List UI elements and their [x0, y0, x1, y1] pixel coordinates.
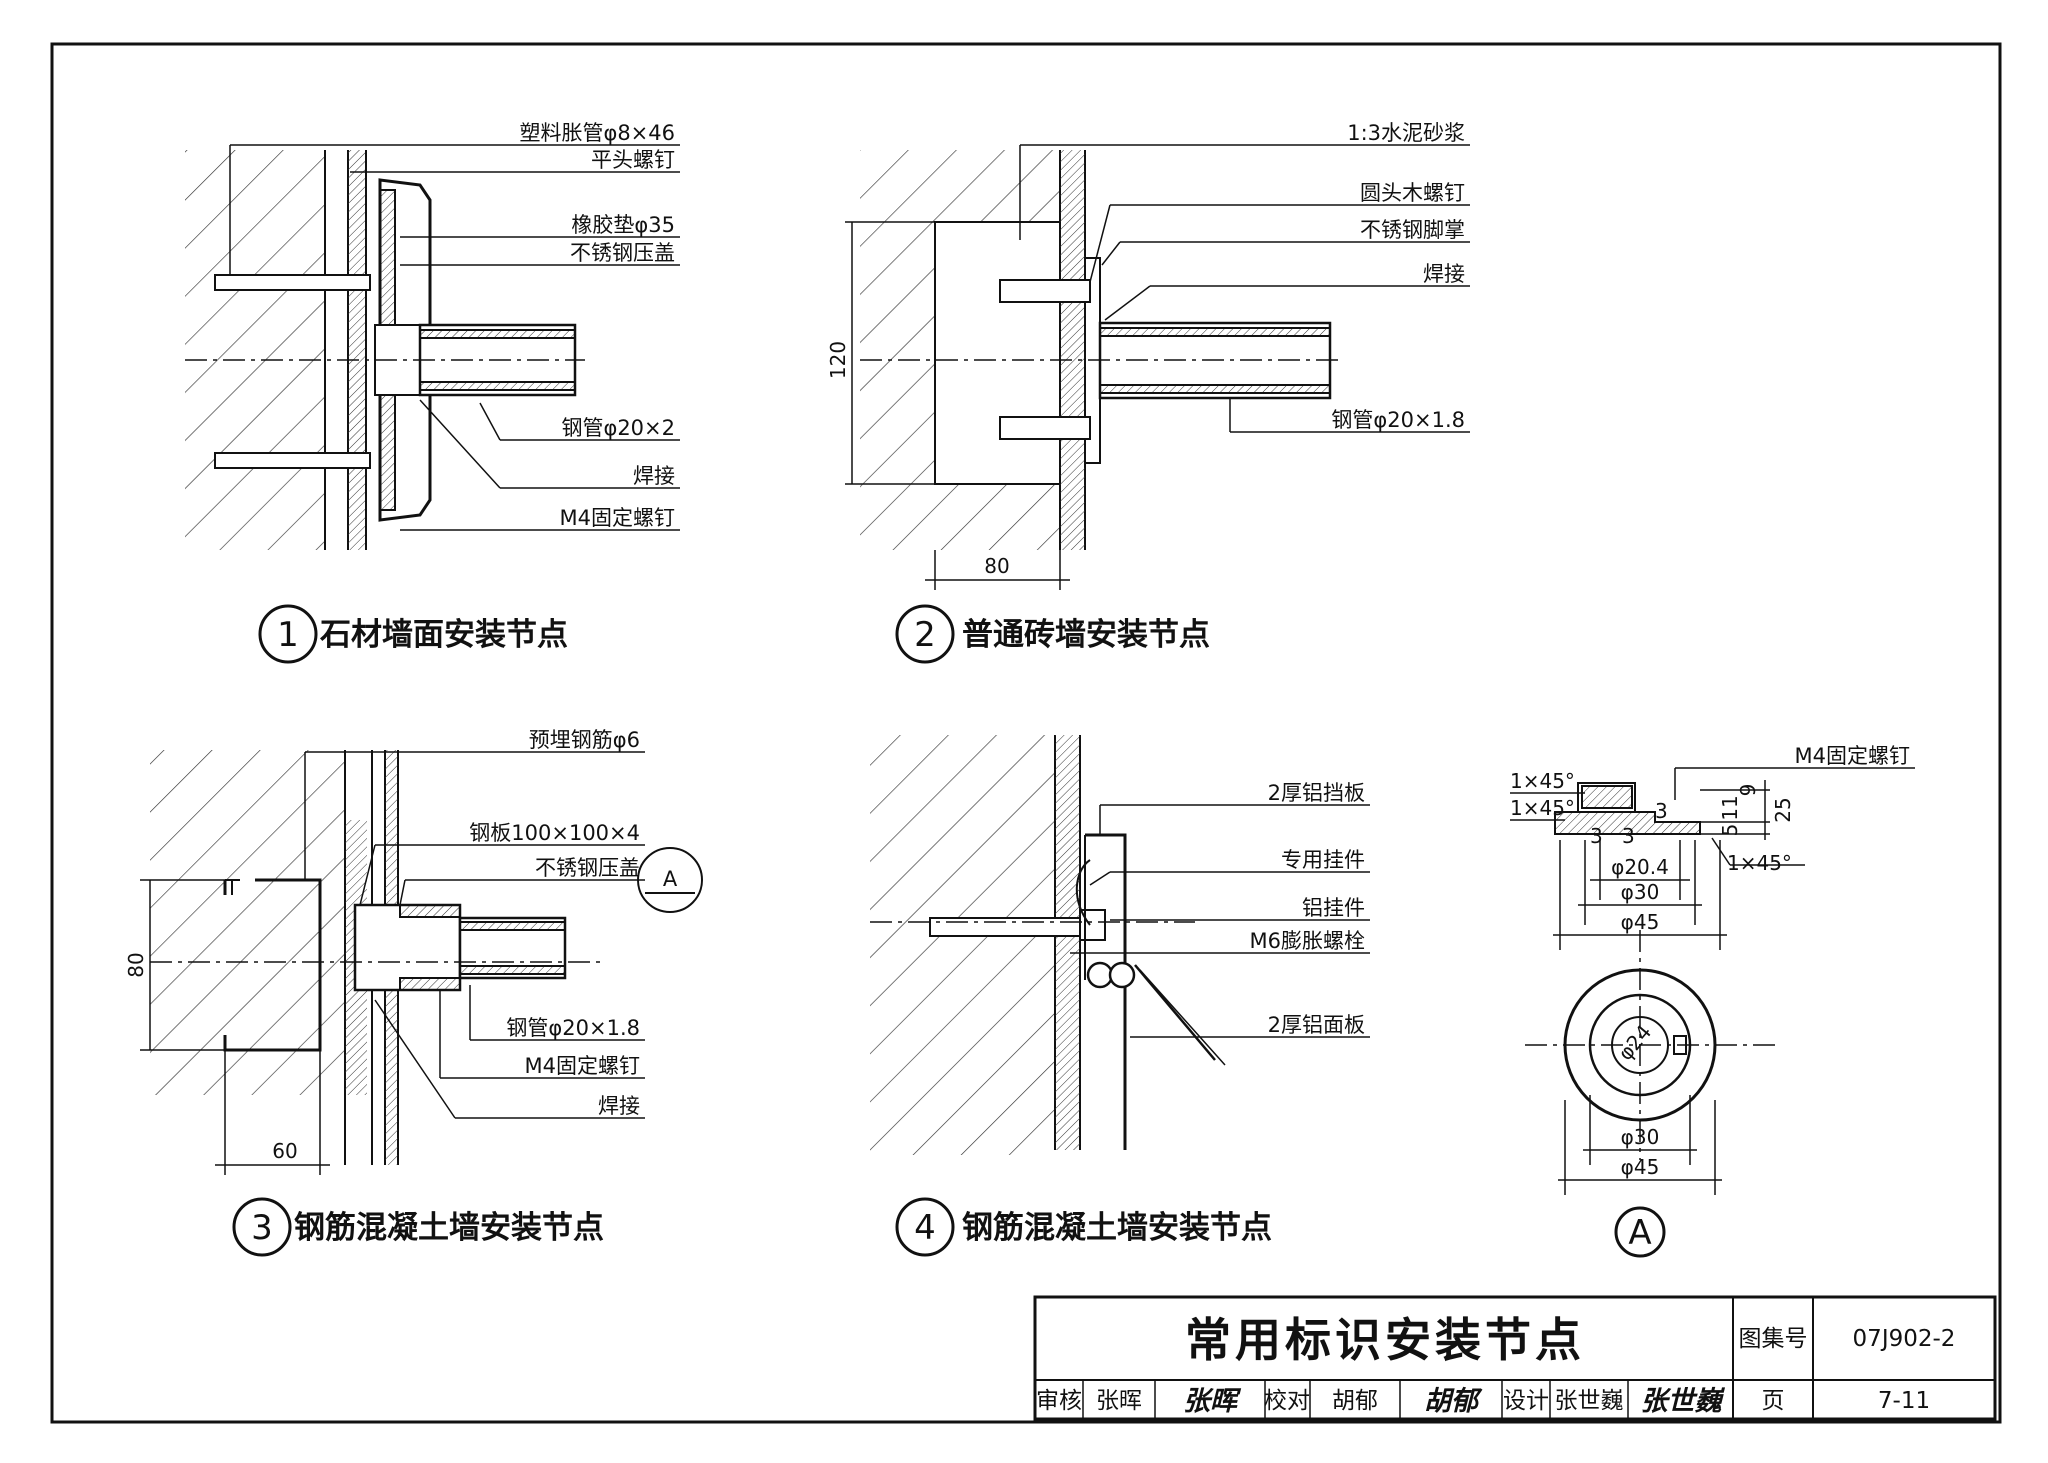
node1-label-2: 平头螺钉 — [591, 148, 675, 172]
detailA-mark: A — [1628, 1213, 1651, 1253]
check-label: 校对 — [1264, 1388, 1310, 1414]
detailA-dim-phi20-4: φ20.4 — [1611, 855, 1669, 879]
detailA-dim-phi30-top: φ30 — [1621, 880, 1660, 904]
node4-label-1: 2厚铝挡板 — [1268, 781, 1365, 805]
checker-name: 胡郁 — [1332, 1388, 1378, 1414]
node2-dim-width: 80 — [984, 554, 1009, 578]
svg-text:张世巍: 张世巍 — [1641, 1386, 1726, 1417]
page-number: 7-11 — [1878, 1388, 1930, 1414]
node3-label-5: M4固定螺钉 — [525, 1054, 640, 1078]
node1-labels: 塑料胀管φ8×46 平头螺钉 橡胶垫φ35 不锈钢压盖 钢管φ20×2 焊接 M… — [519, 121, 675, 530]
node4-label-3: 铝挂件 — [1302, 896, 1365, 920]
node3-label-2: 钢板100×100×4 — [469, 821, 640, 845]
atlas-number: 07J902-2 — [1853, 1326, 1956, 1352]
sheet-border — [50, 42, 2002, 1424]
detailA-chamfer-3: 1×45° — [1727, 851, 1792, 875]
node4-caption: 4 钢筋混凝土墙安装节点 — [895, 1197, 1272, 1257]
detailA-chamfer-2: 1×45° — [1510, 796, 1575, 820]
detailA-dim-phi30-bottom: φ30 — [1621, 1125, 1660, 1149]
svg-text:张晖: 张晖 — [1183, 1386, 1242, 1417]
node3-dim-width: 60 — [272, 1139, 297, 1163]
node3-label-4: 钢管φ20×1.8 — [506, 1016, 640, 1040]
node3-label-1: 预埋钢筋φ6 — [529, 728, 640, 752]
node2-label-3: 不锈钢脚掌 — [1360, 218, 1465, 242]
node2-title: 普通砖墙安装节点 — [962, 617, 1210, 653]
detailA-label-screw: M4固定螺钉 — [1795, 744, 1910, 768]
node2-number: 2 — [914, 615, 936, 655]
node3-caption: 3 钢筋混凝土墙安装节点 — [232, 1197, 604, 1257]
node2-label-5: 钢管φ20×1.8 — [1331, 408, 1465, 432]
checker-signature: 胡郁 — [1424, 1386, 1483, 1417]
node2-label-2: 圆头木螺钉 — [1360, 181, 1465, 205]
designer-name: 张世巍 — [1555, 1388, 1624, 1414]
drawing-title: 常用标识安装节点 — [1185, 1313, 1585, 1367]
design-label: 设计 — [1503, 1388, 1549, 1414]
node1-label-4: 不锈钢压盖 — [570, 241, 675, 265]
review-label: 审核 — [1036, 1388, 1082, 1414]
detailA-chamfer-1: 1×45° — [1510, 769, 1575, 793]
node1-label-6: 焊接 — [633, 464, 675, 488]
reviewer-name: 张晖 — [1096, 1388, 1142, 1414]
node3-labels: 预埋钢筋φ6 钢板100×100×4 不锈钢压盖 钢管φ20×1.8 M4固定螺… — [124, 728, 678, 1163]
node2-caption: 2 普通砖墙安装节点 — [895, 604, 1210, 664]
node4-number: 4 — [914, 1208, 936, 1248]
detailA-dim-3a: 3 — [1590, 824, 1603, 848]
svg-text:胡郁: 胡郁 — [1424, 1386, 1483, 1417]
title-block-text: 常用标识安装节点 图集号 07J902-2 审核 张晖 张晖 校对 胡郁 胡郁 … — [1036, 1313, 1955, 1417]
detailA-labels: M4固定螺钉 1×45° 1×45° 1×45° 3 3 3 9 11 5 25… — [1510, 744, 1910, 1253]
node1-label-5: 钢管φ20×2 — [561, 416, 675, 440]
detailA-dim-3b: 3 — [1622, 824, 1635, 848]
node4-title: 钢筋混凝土墙安装节点 — [962, 1210, 1272, 1246]
node1-title: 石材墙面安装节点 — [319, 617, 568, 653]
node3-dim-height: 80 — [124, 952, 148, 977]
node3-label-6: 焊接 — [598, 1094, 640, 1118]
detailA-dim-25: 25 — [1771, 797, 1795, 822]
page-label: 页 — [1762, 1388, 1785, 1414]
detailA-dim-phi45-bottom: φ45 — [1621, 1155, 1660, 1179]
node2-drawing — [845, 144, 1470, 590]
node2-label-4: 焊接 — [1423, 262, 1465, 286]
detailA-dim-5: 5 — [1718, 824, 1742, 837]
node4-label-5: 2厚铝面板 — [1268, 1013, 1365, 1037]
detailA-dim-11: 11 — [1718, 795, 1742, 820]
node1-label-7: M4固定螺钉 — [560, 506, 675, 530]
detailA-drawing — [1510, 767, 1915, 1258]
node3-label-3: 不锈钢压盖 — [535, 856, 640, 880]
detailA-dim-3c: 3 — [1655, 799, 1668, 823]
node4-label-4: M6膨胀螺栓 — [1250, 929, 1365, 953]
node1-label-3: 橡胶垫φ35 — [571, 213, 675, 237]
node4-drawing — [870, 735, 1370, 1155]
node1-label-1: 塑料胀管φ8×46 — [519, 121, 675, 145]
node3-drawing — [140, 750, 703, 1175]
node4-label-2: 专用挂件 — [1281, 848, 1365, 872]
node2-label-1: 1:3水泥砂浆 — [1347, 121, 1465, 145]
reviewer-signature: 张晖 — [1183, 1386, 1242, 1417]
title-block — [1033, 1295, 1997, 1421]
node3-number: 3 — [251, 1208, 273, 1248]
detailA-dim-9: 9 — [1736, 784, 1760, 797]
node1-number: 1 — [277, 615, 299, 655]
atlas-label: 图集号 — [1739, 1326, 1808, 1352]
detailA-dim-phi45-top: φ45 — [1621, 910, 1660, 934]
node1-drawing — [185, 144, 680, 550]
node3-title: 钢筋混凝土墙安装节点 — [294, 1210, 604, 1246]
node4-labels: 2厚铝挡板 专用挂件 铝挂件 M6膨胀螺栓 2厚铝面板 — [1250, 781, 1365, 1037]
node2-labels: 1:3水泥砂浆 圆头木螺钉 不锈钢脚掌 焊接 钢管φ20×1.8 120 80 — [826, 121, 1465, 578]
designer-signature: 张世巍 — [1641, 1386, 1726, 1417]
node3-ref-mark: A — [663, 867, 678, 891]
node2-dim-height: 120 — [826, 341, 850, 379]
node1-caption: 1 石材墙面安装节点 — [258, 604, 568, 664]
